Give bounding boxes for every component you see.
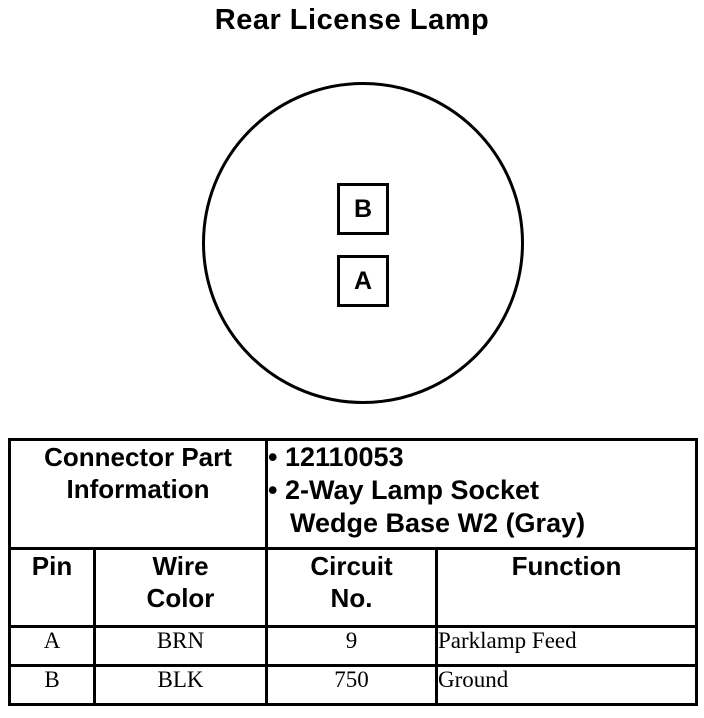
col-header-function-text: Function <box>511 551 622 581</box>
cell-circuit: 9 <box>265 625 438 667</box>
part-info-specs: • 12110053 • 2-Way Lamp Socket Wedge Bas… <box>265 438 698 550</box>
part-info-row: Connector Part Information • 12110053 • … <box>8 438 698 550</box>
col-header-pin: Pin <box>8 547 96 628</box>
column-header-row: Pin Wire Color Circuit No. Function <box>8 547 698 628</box>
table-row: B BLK 750 Ground <box>8 664 698 706</box>
table-row: A BRN 9 Parklamp Feed <box>8 625 698 667</box>
col-header-circuit-line2: No. <box>330 583 373 613</box>
diagram-title: Rear License Lamp <box>214 4 490 36</box>
part-info-label: Connector Part Information <box>8 438 268 550</box>
part-info-label-line2: Information <box>66 474 210 504</box>
connector-info-table: Connector Part Information • 12110053 • … <box>8 438 698 706</box>
col-header-wire-color: Wire Color <box>93 547 268 628</box>
part-description-line2: Wedge Base W2 (Gray) <box>290 508 586 538</box>
col-header-wire-color-line1: Wire <box>152 551 209 581</box>
col-header-wire-color-line2: Color <box>146 583 215 613</box>
col-header-circuit: Circuit No. <box>265 547 438 628</box>
pin-b-cavity: B <box>337 183 389 235</box>
cell-function: Parklamp Feed <box>435 625 698 667</box>
cell-wire-color: BLK <box>93 664 268 706</box>
cell-wire-color: BRN <box>93 625 268 667</box>
cell-function: Ground <box>435 664 698 706</box>
cell-circuit: 750 <box>265 664 438 706</box>
part-description-line1: • 2-Way Lamp Socket <box>268 475 540 505</box>
connector-face-diagram: B A <box>202 82 524 404</box>
part-number: • 12110053 <box>268 442 404 472</box>
cell-pin: A <box>8 625 96 667</box>
col-header-function: Function <box>435 547 698 628</box>
cell-pin: B <box>8 664 96 706</box>
pin-a-cavity: A <box>337 255 389 307</box>
col-header-circuit-line1: Circuit <box>310 551 393 581</box>
part-info-label-line1: Connector Part <box>44 442 232 472</box>
col-header-pin-text: Pin <box>31 551 73 581</box>
